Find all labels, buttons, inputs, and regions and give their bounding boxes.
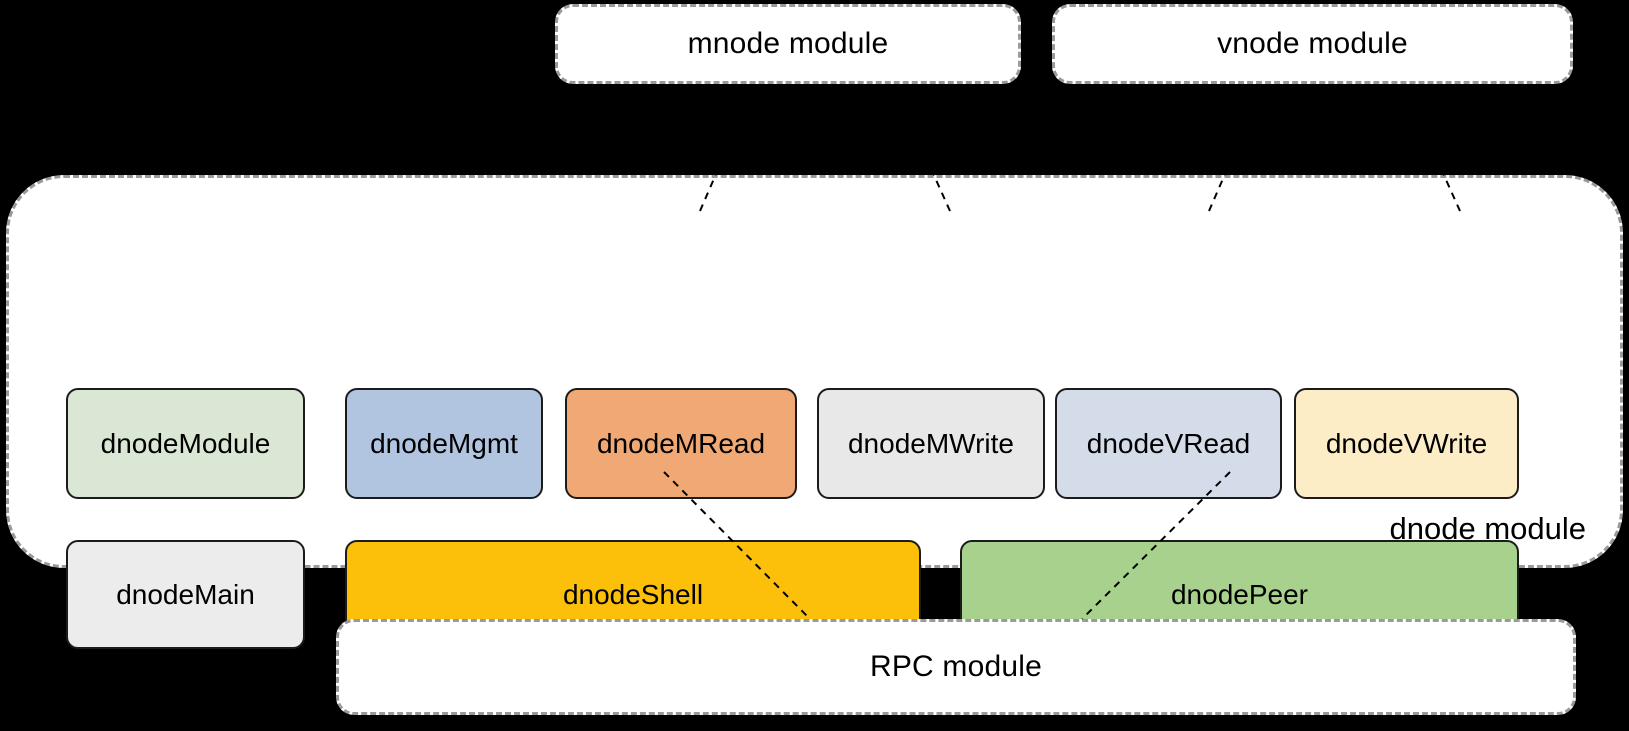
mnode-module-label: mnode module — [687, 27, 889, 60]
component-label: dnodeMWrite — [847, 427, 1014, 459]
component-label: dnodeVRead — [1086, 427, 1251, 459]
component-label: dnodeMRead — [596, 427, 766, 459]
component-label: dnodePeer — [1170, 578, 1308, 610]
component-dnodemread[interactable]: dnodeMRead — [565, 388, 797, 499]
dnode-module-label: dnode module — [1389, 511, 1587, 546]
rpc-module-label: RPC module — [869, 650, 1043, 683]
component-label: dnodeMgmt — [370, 427, 518, 459]
component-dnodevwrite[interactable]: dnodeVWrite — [1294, 388, 1519, 499]
component-dnodemain[interactable]: dnodeMain — [66, 540, 305, 649]
component-label: dnodeModule — [100, 427, 271, 459]
component-dnodemodule[interactable]: dnodeModule — [66, 388, 305, 499]
vnode-module-box[interactable]: vnode module — [1052, 4, 1573, 84]
component-dnodemwrite[interactable]: dnodeMWrite — [817, 388, 1045, 499]
component-label: dnodeShell — [562, 578, 704, 610]
component-dnodemgmt[interactable]: dnodeMgmt — [345, 388, 543, 499]
dnode-module-container[interactable]: dnodeModule dnodeMgmt dnodeMRead dnodeMW… — [6, 175, 1623, 649]
rpc-module-box[interactable]: RPC module — [336, 619, 1576, 715]
component-dnodevread[interactable]: dnodeVRead — [1055, 388, 1282, 499]
mnode-module-box[interactable]: mnode module — [555, 4, 1021, 84]
component-label: dnodeMain — [116, 578, 255, 610]
vnode-module-label: vnode module — [1217, 27, 1408, 60]
component-label: dnodeVWrite — [1325, 427, 1488, 459]
